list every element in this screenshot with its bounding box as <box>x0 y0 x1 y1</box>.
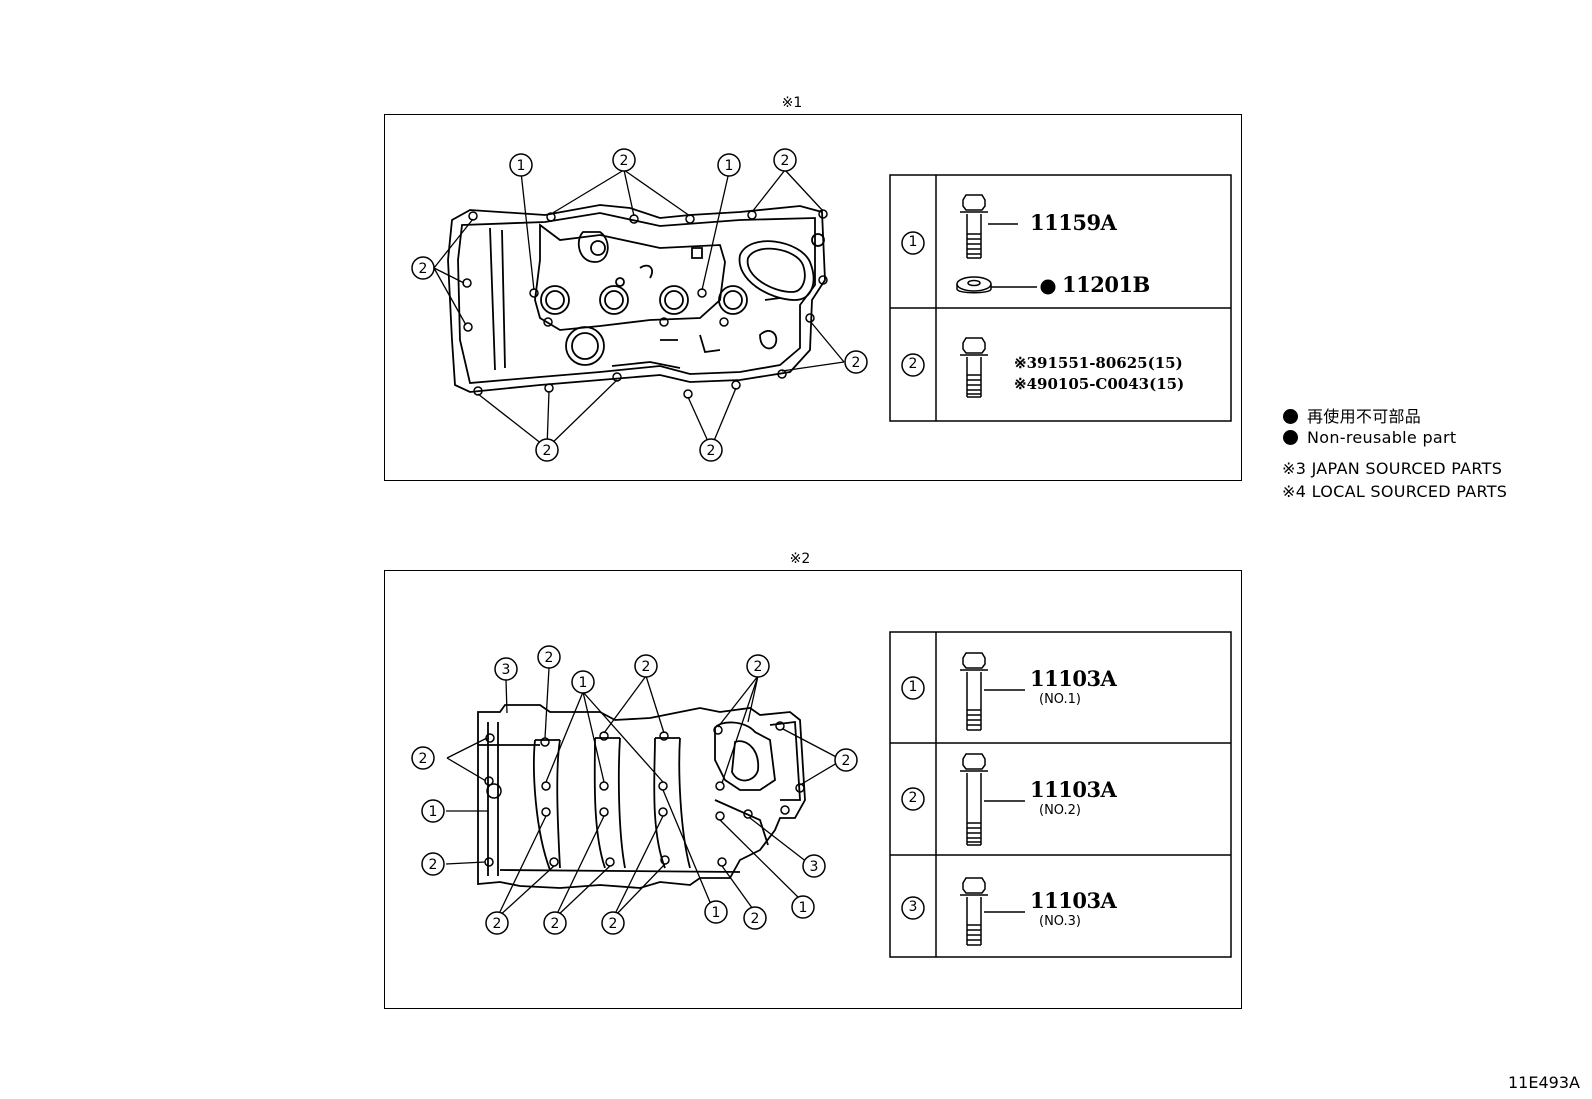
legend-non-reusable-en: Non-reusable part <box>1283 428 1456 447</box>
svg-text:2: 2 <box>429 857 438 873</box>
non-reusable-dot-icon <box>1283 430 1298 445</box>
panel2-row1-callout: 1 <box>908 679 918 695</box>
panel2-title: ※2 <box>789 551 811 567</box>
svg-text:2: 2 <box>754 659 763 675</box>
non-reusable-dot-icon <box>1040 279 1056 295</box>
part-number-11103A-no1: 11103A <box>1030 666 1117 691</box>
part-number-local: ※490105-C0043(15) <box>1014 375 1185 393</box>
svg-text:2: 2 <box>751 911 760 927</box>
part-number-11159A: 11159A <box>1030 210 1117 235</box>
svg-text:1: 1 <box>799 900 808 916</box>
svg-text:2: 2 <box>609 916 618 932</box>
svg-text:2: 2 <box>543 443 552 459</box>
svg-text:1: 1 <box>579 675 588 691</box>
svg-text:3: 3 <box>810 859 819 875</box>
part-note-no3: (NO.3) <box>1039 914 1081 929</box>
part-number-11201B: 11201B <box>1062 272 1150 297</box>
non-reusable-dot-icon <box>1283 409 1298 424</box>
legend-local-sourced: ※4 LOCAL SOURCED PARTS <box>1282 482 1508 501</box>
part-number-11103A-no2: 11103A <box>1030 777 1117 802</box>
part-number-11103A-no3: 11103A <box>1030 888 1117 913</box>
svg-text:2: 2 <box>551 916 560 932</box>
panel1-row2-callout: 2 <box>908 356 918 372</box>
svg-text:1: 1 <box>429 804 438 820</box>
part-number-japan: ※391551-80625(15) <box>1014 354 1183 372</box>
svg-text:2: 2 <box>852 355 861 371</box>
legend-japan-sourced: ※3 JAPAN SOURCED PARTS <box>1282 459 1503 478</box>
panel2-row3-callout: 3 <box>908 899 918 915</box>
svg-text:1: 1 <box>517 158 526 174</box>
svg-text:1: 1 <box>712 905 721 921</box>
part-note-no1: (NO.1) <box>1039 692 1081 707</box>
svg-text:3: 3 <box>502 662 511 678</box>
svg-text:2: 2 <box>419 751 428 767</box>
svg-text:2: 2 <box>642 659 651 675</box>
svg-text:2: 2 <box>545 650 554 666</box>
svg-text:2: 2 <box>707 443 716 459</box>
svg-text:2: 2 <box>419 261 428 277</box>
svg-text:2: 2 <box>842 753 851 769</box>
panel1-row1-callout: 1 <box>908 234 918 250</box>
panel2-row2-callout: 2 <box>908 790 918 806</box>
part-note-no2: (NO.2) <box>1039 803 1081 818</box>
svg-text:1: 1 <box>725 158 734 174</box>
svg-text:2: 2 <box>620 153 629 169</box>
panel1-frame <box>384 114 1242 481</box>
panel1-title: ※1 <box>781 95 803 111</box>
figure-id: 11E493A <box>1508 1073 1580 1092</box>
svg-text:2: 2 <box>493 916 502 932</box>
legend-non-reusable-jp: 再使用不可部品 <box>1283 403 1421 427</box>
svg-text:2: 2 <box>781 153 790 169</box>
panel2-frame <box>384 570 1242 1009</box>
